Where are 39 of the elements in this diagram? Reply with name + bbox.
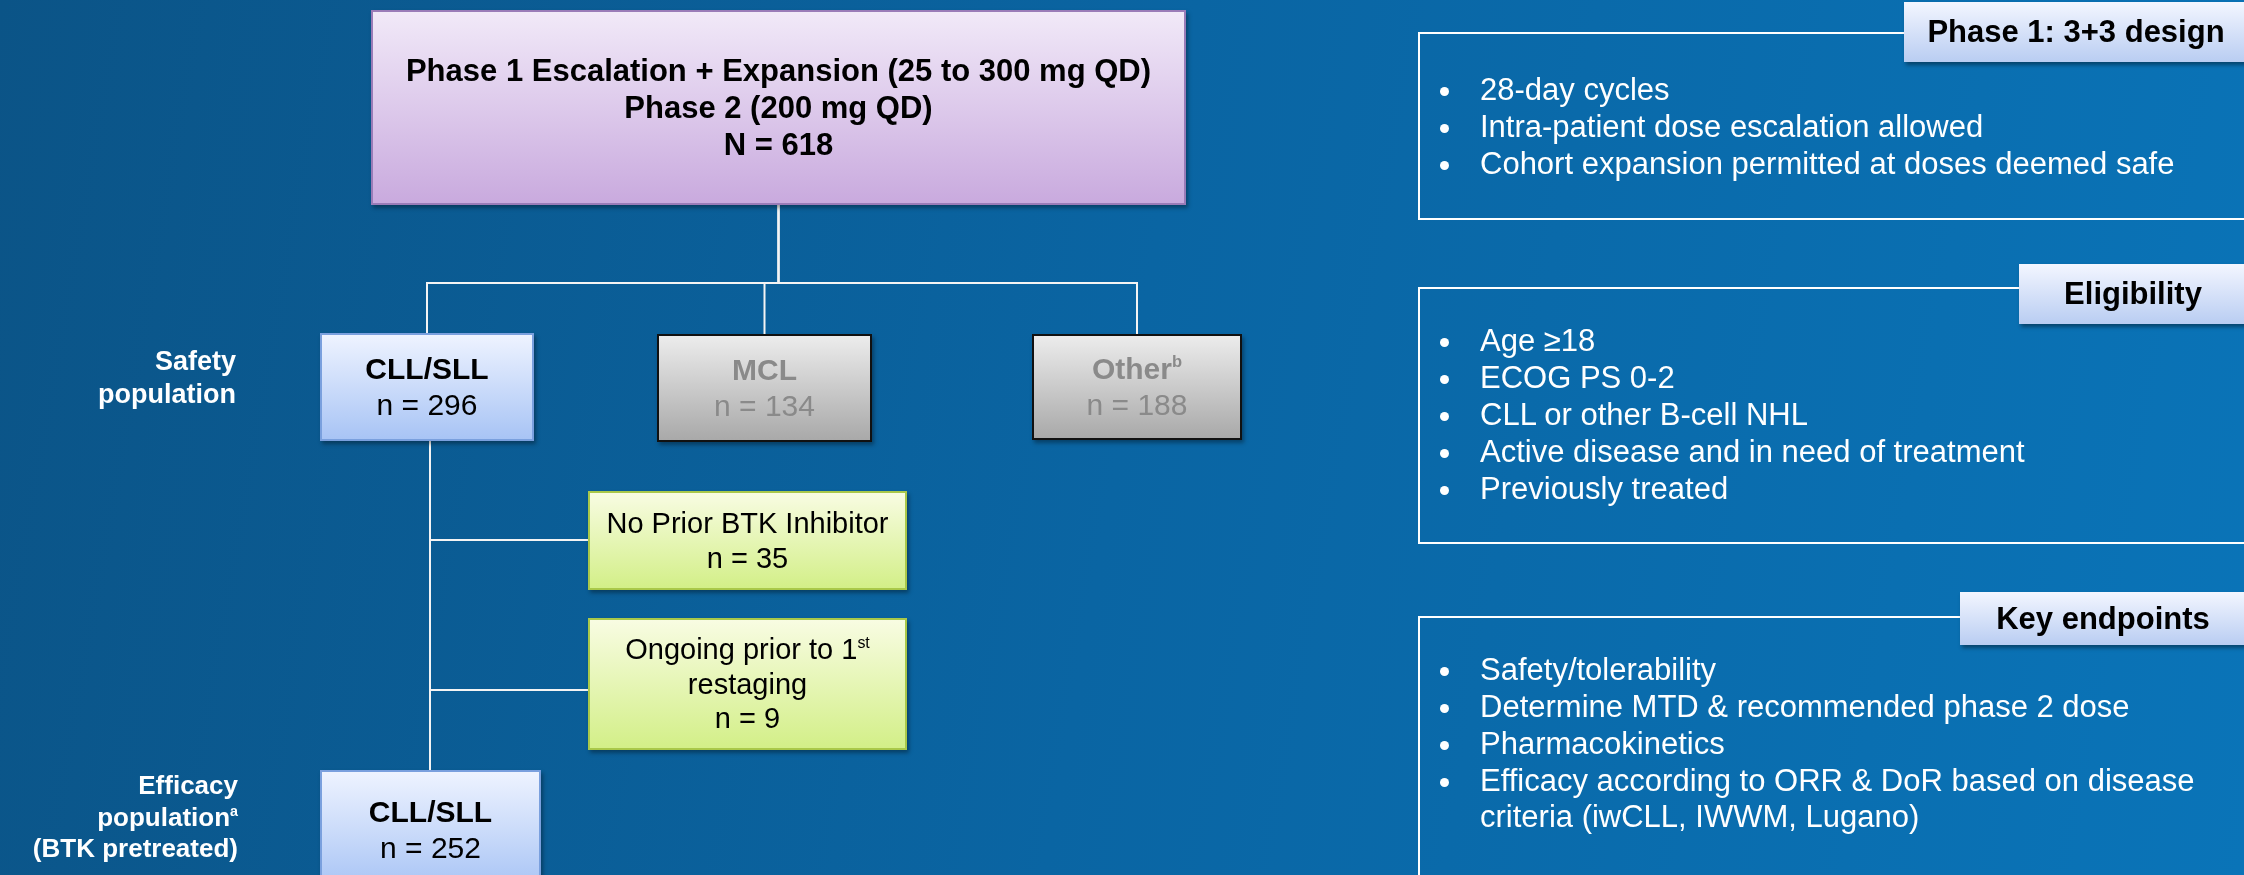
process-box <box>588 491 907 590</box>
bullet-text: Pharmacokinetics <box>1480 726 1725 761</box>
process-box <box>1032 334 1242 440</box>
process-box <box>371 10 1186 205</box>
bullet-text: Age ≥18 <box>1480 323 1596 358</box>
bullet-text: CLL or other B-cell NHL <box>1480 397 1808 432</box>
bullet-text: Determine MTD & recommended phase 2 dose <box>1480 689 2130 724</box>
box-text: Phase 2 (200 mg QD) <box>624 88 933 127</box>
box-text: n = 35 <box>706 540 789 576</box>
bullet-text: Cohort expansion permitted at doses deemed safe <box>1480 146 2175 181</box>
box-text: n = 188 <box>1086 387 1188 423</box>
box-text: N = 618 <box>723 126 834 164</box>
process-box <box>320 770 541 875</box>
box-text: CLL/SLL <box>368 794 493 830</box>
box-text: n = 252 <box>380 830 481 866</box>
row-label: Efficacy population$^{a}$ (BTK pretreated) <box>32 770 238 866</box>
bullet-text: Active disease and in need of treatment <box>1480 434 2025 469</box>
bullet-text: Efficacy according to ORR & DoR based on disease criteria (iwCLL, IWWM, Lugano) <box>1480 763 2195 834</box>
connector-line <box>777 204 1138 335</box>
box-text: MCL <box>732 352 797 388</box>
box-text: No Prior BTK Inhibitor <box>606 505 889 541</box>
bullet-text: 28-day cycles <box>1480 72 1670 107</box>
bullet-text: Previously treated <box>1480 471 1729 506</box>
panel-heading-tab: Key endpoints <box>1960 592 2244 645</box>
bullet-text: ECOG PS 0-2 <box>1480 360 1675 395</box>
panel-heading-tab: Eligibility <box>2019 264 2244 324</box>
panel-heading-tab: Phase 1: 3+3 design <box>1904 2 2244 62</box>
box-text: CLL/SLL <box>365 351 489 387</box>
box-text: n = 9 <box>714 701 781 737</box>
row-label: Safety population <box>97 345 236 411</box>
bullet-text: Intra-patient dose escalation allowed <box>1480 109 1984 144</box>
box-text: Phase 1 Escalation + Expansion (25 to 300 mg QD) <box>405 51 1152 89</box>
process-box <box>320 333 534 441</box>
box-text: n = 296 <box>376 387 478 423</box>
process-box <box>588 618 907 750</box>
bullet-text: Safety/tolerability <box>1480 652 1717 687</box>
box-text: n = 134 <box>714 388 815 424</box>
box-text: Other$^{b}$ <box>1091 351 1183 387</box>
process-box <box>657 334 872 442</box>
